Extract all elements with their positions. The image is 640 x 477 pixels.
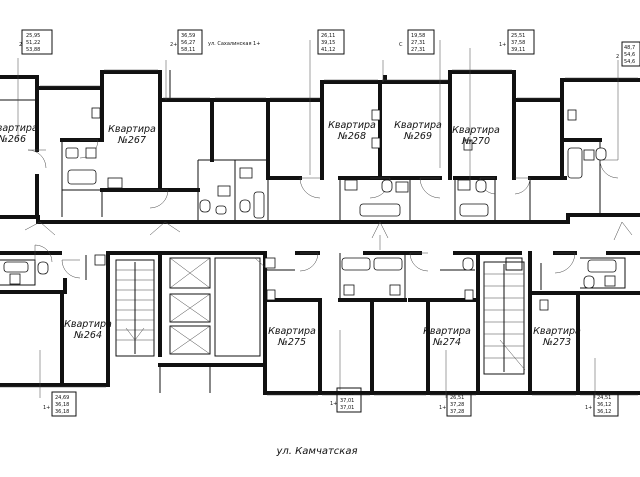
svg-text:25,13: 25,13 <box>340 391 354 397</box>
top-wing-fixtures <box>65 107 607 219</box>
svg-text:26,51: 26,51 <box>450 395 464 401</box>
elevators <box>169 257 523 357</box>
svg-text:25,95: 25,95 <box>26 33 40 39</box>
svg-text:54,6: 54,6 <box>624 59 635 65</box>
svg-text:1+: 1+ <box>330 401 337 407</box>
info-box: 1+ 25,13 37,01 37,01 <box>330 387 362 413</box>
svg-text:27,31: 27,31 <box>411 47 425 53</box>
top-wing-thin-walls <box>0 70 601 222</box>
svg-text:1+: 1+ <box>585 405 592 411</box>
bottom-wing-windows <box>0 386 638 396</box>
svg-text:37,28: 37,28 <box>450 409 464 415</box>
corridor-balcony-marks <box>24 221 633 241</box>
street-label: ул. Камчатская <box>276 446 358 457</box>
info-box: 2 25,95 51,22 53,88 <box>19 29 53 55</box>
svg-text:24,51: 24,51 <box>597 395 611 401</box>
bottom-wing-walls <box>0 278 640 395</box>
svg-text:36,59: 36,59 <box>181 33 195 39</box>
svg-text:37,01: 37,01 <box>340 398 354 404</box>
svg-text:36,18: 36,18 <box>55 402 69 408</box>
info-box: 1+ 24,69 36,18 36,18 <box>43 391 77 417</box>
info-box: 2 48,7 54,6 54,6 <box>616 41 640 67</box>
svg-text:1+: 1+ <box>43 405 50 411</box>
info-box: 1+ 25,51 37,58 39,11 <box>499 29 535 55</box>
svg-text:36,12: 36,12 <box>597 409 611 415</box>
svg-text:37,01: 37,01 <box>340 405 354 411</box>
svg-text:58,11: 58,11 <box>181 47 195 53</box>
svg-text:54,6: 54,6 <box>624 52 635 58</box>
info-box: 1+ 24,51 36,12 36,12 <box>585 391 619 417</box>
top-wing-walls <box>0 70 640 224</box>
bottom-wing-doors <box>34 235 576 279</box>
svg-text:27,31: 27,31 <box>411 40 425 46</box>
svg-text:41,12: 41,12 <box>321 47 335 53</box>
svg-text:25,51: 25,51 <box>511 33 525 39</box>
top-street-label: ул. Сахалинская 1+ <box>208 41 260 47</box>
apartment-266-label: Квартира№266 <box>0 123 38 145</box>
svg-text:51,22: 51,22 <box>26 40 40 46</box>
svg-text:19,58: 19,58 <box>411 33 425 39</box>
stairwell <box>115 259 526 375</box>
svg-text:39,11: 39,11 <box>511 47 525 53</box>
svg-text:37,28: 37,28 <box>450 402 464 408</box>
svg-text:36,12: 36,12 <box>597 402 611 408</box>
svg-text:39,15: 39,15 <box>321 40 335 46</box>
info-box: 1+ 26,51 37,28 37,28 <box>439 391 472 417</box>
svg-text:2+: 2+ <box>170 42 177 48</box>
top-dimension-lines <box>17 40 619 180</box>
corridor-walls <box>0 251 640 395</box>
svg-text:С: С <box>399 42 403 48</box>
svg-text:2: 2 <box>616 54 619 60</box>
info-box: С 19,58 27,31 27,31 <box>399 29 435 55</box>
svg-text:2: 2 <box>19 42 22 48</box>
svg-text:37,58: 37,58 <box>511 40 525 46</box>
svg-text:26,11: 26,11 <box>321 33 335 39</box>
svg-text:56,27: 56,27 <box>181 40 195 46</box>
svg-text:1+: 1+ <box>439 405 446 411</box>
info-box: 26,11 39,15 41,12 <box>317 29 345 55</box>
svg-text:36,18: 36,18 <box>55 409 69 415</box>
svg-text:53,88: 53,88 <box>26 47 40 53</box>
svg-text:48,7: 48,7 <box>624 45 635 51</box>
svg-text:24,69: 24,69 <box>55 395 69 401</box>
top-wing-windows <box>40 69 638 99</box>
bottom-wing-fixtures <box>3 254 617 311</box>
info-boxes-bottom: 1+ 24,69 36,18 36,18 1+ 25,13 37,01 37,0… <box>43 387 619 417</box>
bottom-wing-thin-walls <box>0 253 626 393</box>
bottom-dimension-lines <box>39 330 596 398</box>
svg-text:1+: 1+ <box>499 42 506 48</box>
info-box: 2+ 36,59 56,27 58,11 <box>170 29 203 55</box>
info-boxes-top: 2 25,95 51,22 53,88 2+ 36,59 56,27 58,11… <box>19 29 640 67</box>
